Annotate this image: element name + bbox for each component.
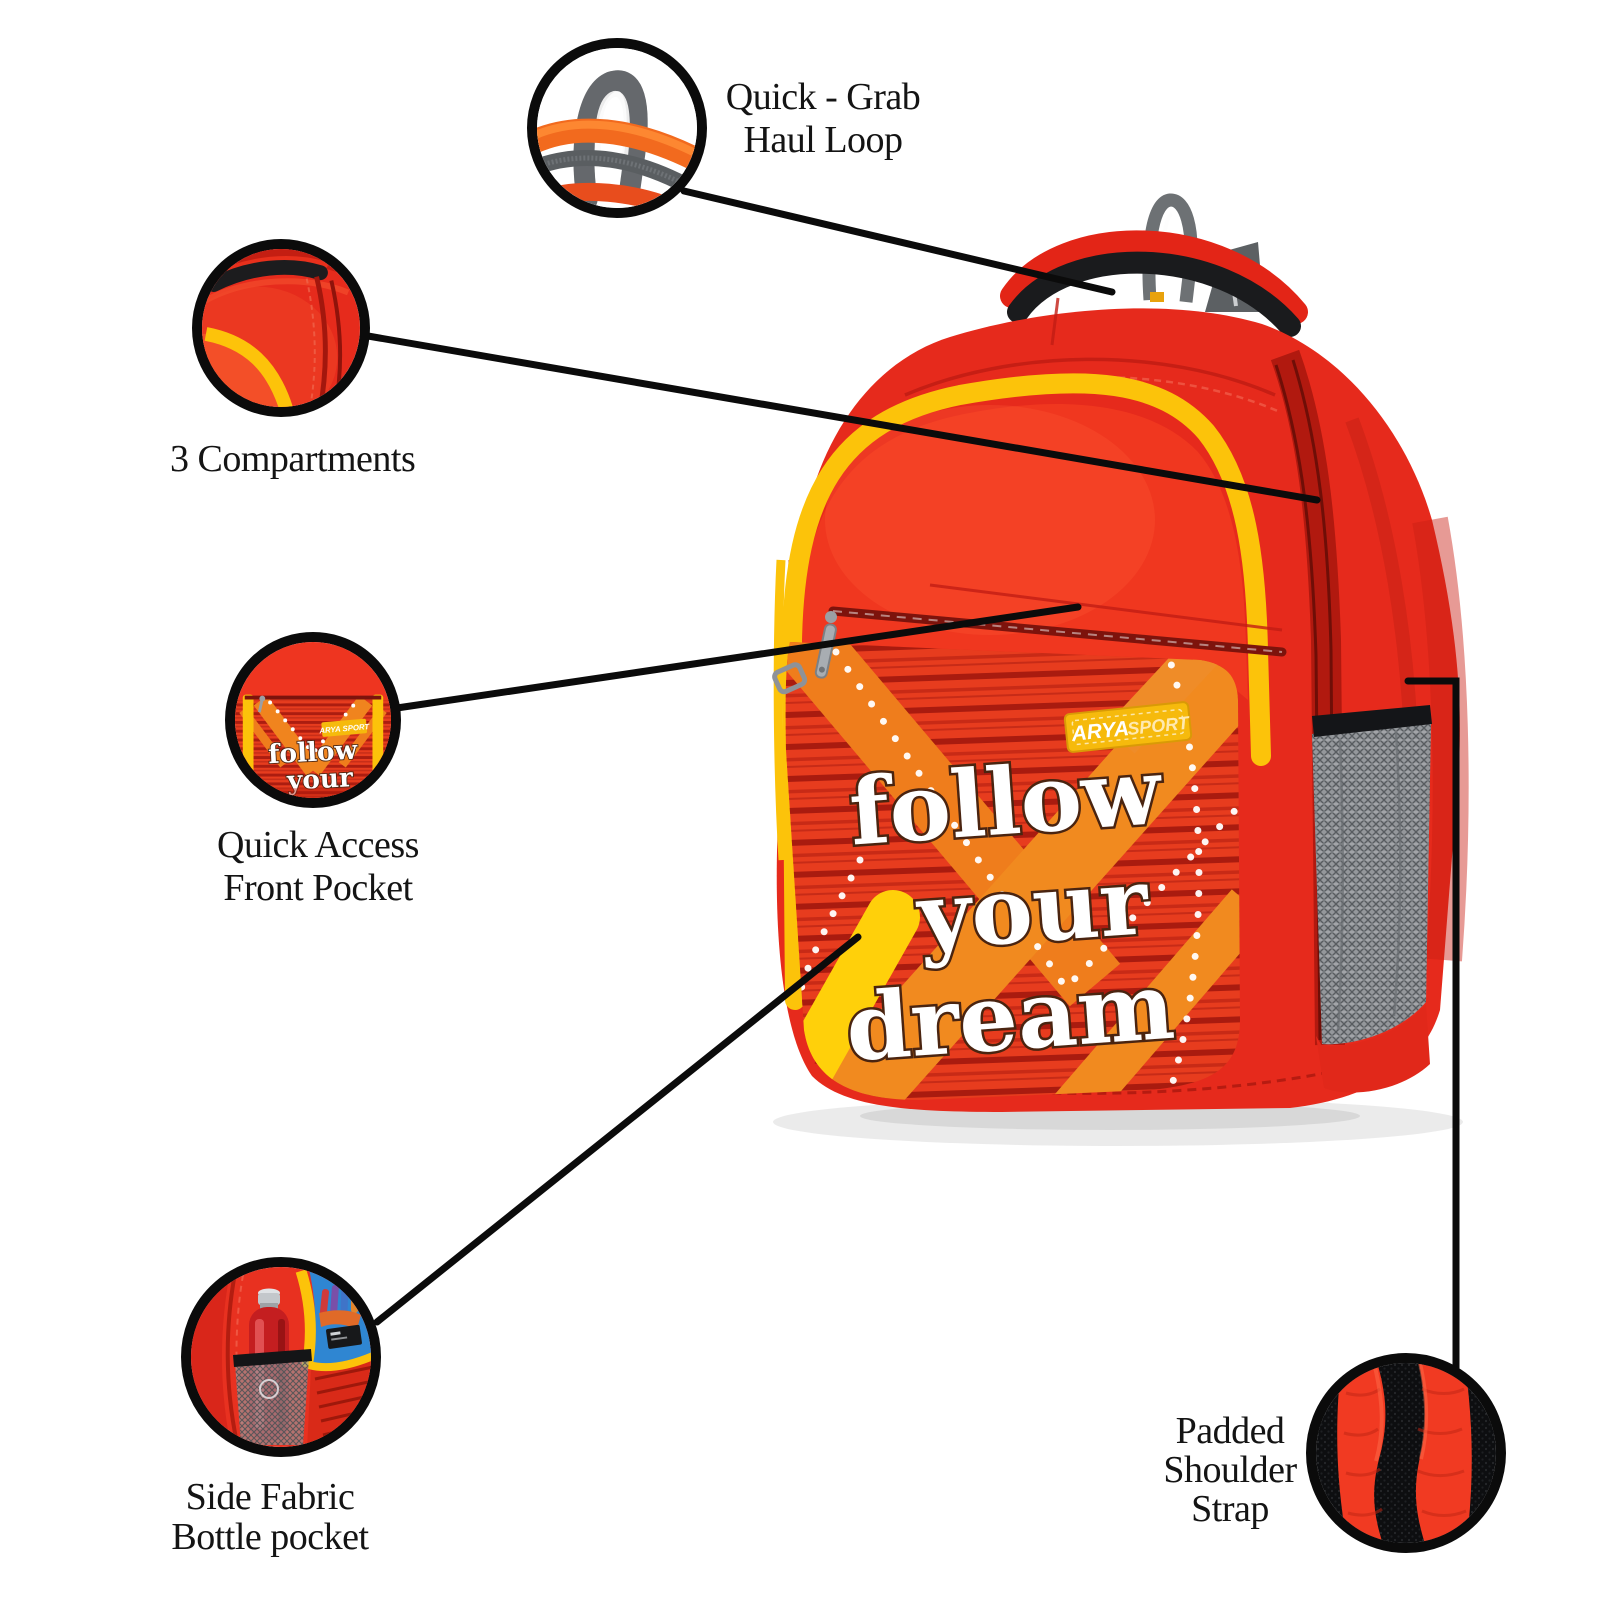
mini-slogan-word-2: your: [285, 762, 354, 797]
label-line: Front Pocket: [223, 866, 413, 909]
brand-badge: ARYA SPORT: [1063, 701, 1193, 753]
callout-lines: [364, 187, 1460, 1372]
shoulder-strap-photo: [1316, 1363, 1496, 1543]
label-line: Bottle pocket: [171, 1515, 369, 1558]
card-in-pocket: [326, 1324, 362, 1349]
mini-slogan-word-1: follow: [267, 735, 359, 771]
compartment-zip-seam: [314, 276, 328, 407]
callout-line-bottle-pocket: [373, 933, 862, 1326]
callout-label-front-pocket: Quick Access Front Pocket: [118, 824, 518, 909]
label-line: 3 Compartments: [170, 438, 416, 480]
zipper-pull: [772, 611, 837, 695]
label-line: Padded: [1175, 1410, 1285, 1452]
orange-band: [1041, 889, 1240, 1100]
orange-piping: [537, 118, 697, 174]
label-line: Quick - Grab: [725, 76, 921, 118]
callout-label-shoulder-strap: Padded Shoulder Strap: [1030, 1412, 1430, 1528]
compartment-piping: [204, 327, 293, 407]
yellow-piping: [781, 373, 1271, 1010]
callout-circle-compartments: [192, 239, 370, 417]
callout-line-shoulder-strap: [1404, 677, 1460, 1372]
strap-pad-right: [1415, 1363, 1472, 1543]
callout-label-compartments: 3 Compartments: [170, 438, 590, 481]
side-mesh-pocket: [1312, 705, 1432, 1093]
callout-circle-bottle-pocket: [181, 1257, 381, 1457]
callout-circle-front-pocket: ARYA SPORT follow your: [225, 632, 401, 808]
slogan-word-1: follow: [846, 737, 1167, 867]
label-line: Quick Access: [217, 824, 419, 866]
slogan-word-3: dream: [843, 952, 1178, 1083]
carry-handle: [1000, 230, 1308, 337]
slogan-word-2: your: [912, 847, 1153, 971]
label-line: Side Fabric: [185, 1476, 355, 1518]
handle-edge: [206, 260, 328, 292]
left-edge-piping: [773, 559, 788, 861]
mesh-bottle-pouch: [233, 1349, 312, 1445]
callout-line-haul-loop: [680, 187, 1116, 296]
callout-label-bottle-pocket: Side Fabric Bottle pocket: [70, 1476, 470, 1558]
label-line: Shoulder: [1163, 1448, 1297, 1491]
front-pocket-print: follow your dream ARYA SPORT: [785, 642, 1240, 1100]
callout-label-haul-loop: Quick - Grab Haul Loop: [623, 76, 1023, 161]
mini-brand-badge: ARYA SPORT: [318, 718, 371, 737]
yellow-band: [785, 890, 920, 1100]
label-line: Strap: [1191, 1487, 1269, 1530]
main-zipper: [772, 583, 1287, 695]
slogan-text: follow your dream: [840, 734, 1180, 1084]
zipper-d-ring: [772, 662, 808, 695]
front-pocket-photo: ARYA SPORT follow your: [235, 642, 391, 798]
callout-line-compartments: [364, 332, 1321, 504]
front-compartment: [790, 403, 1248, 700]
bottle-pocket-photo: [191, 1267, 371, 1447]
compartments-photo: [202, 249, 360, 407]
mesh-elastic-band: [1312, 705, 1432, 737]
callout-line-front-pocket: [393, 603, 1082, 712]
side-zipper-channel: [1270, 349, 1345, 1046]
mesh-pocket-base: [1316, 1004, 1430, 1093]
strap-pad-left: [1337, 1363, 1386, 1543]
label-line: Haul Loop: [743, 118, 903, 161]
callout-circle-shoulder-strap: [1306, 1353, 1506, 1553]
